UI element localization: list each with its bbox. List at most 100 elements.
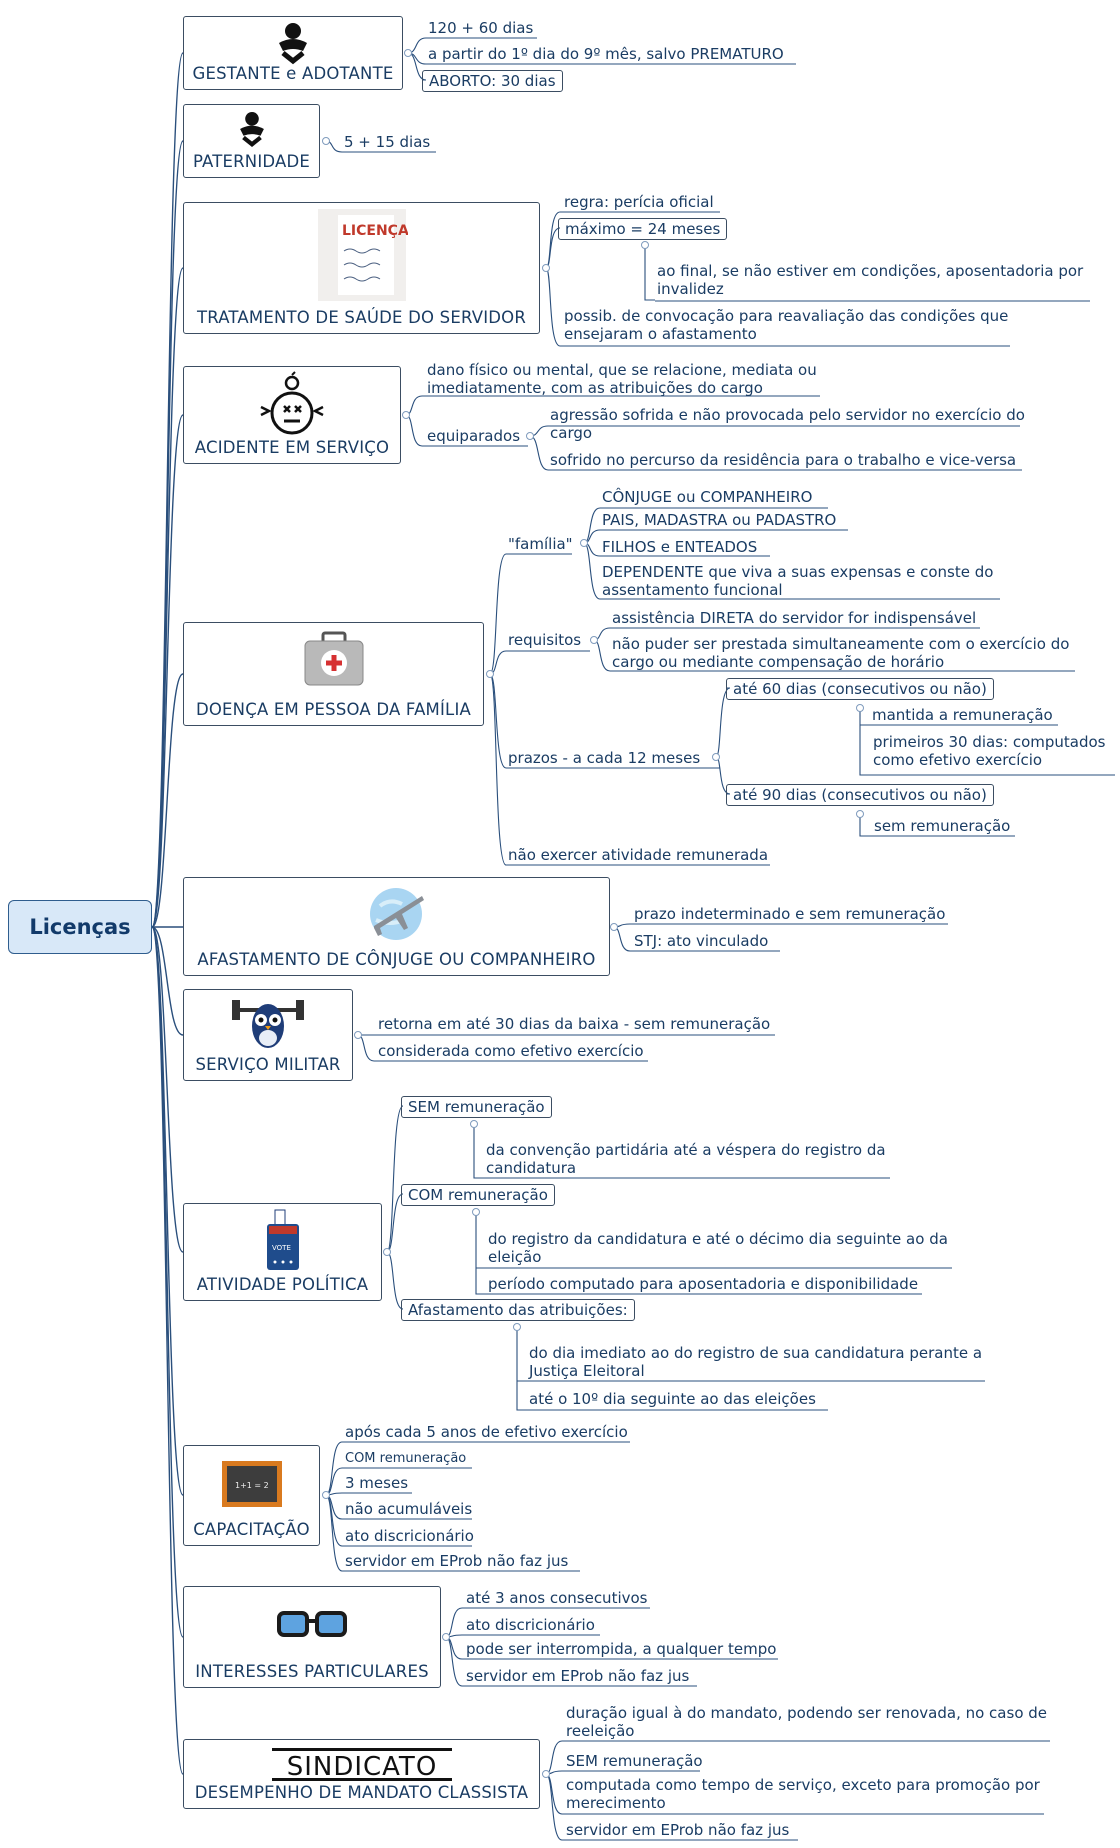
connector-line (489, 673, 508, 769)
leaf-familia-pais[interactable]: PAIS, MADASTRA ou PADASTRO (602, 511, 837, 529)
branch-familia[interactable]: "família" (508, 535, 573, 553)
connector-line (151, 140, 184, 928)
leaf-requisitos-simultaneo[interactable]: não puder ser prestada simultaneamente c… (612, 635, 1070, 671)
leaf-familia-filhos[interactable]: FILHOS e ENTEADOS (602, 538, 758, 556)
leaf-acidente-percurso[interactable]: sofrido no percurso da residência para o… (550, 451, 1017, 469)
topic-acidente[interactable]: ACIDENTE EM SERVIÇO (183, 366, 401, 464)
leaf-prazo60-computados[interactable]: primeiros 30 dias: computados como efeti… (873, 733, 1106, 769)
leaf-conjuge-prazo[interactable]: prazo indeterminado e sem remuneração (634, 905, 946, 923)
leaf-conjuge-stj[interactable]: STJ: ato vinculado (634, 932, 769, 950)
branch-sem-remuneracao[interactable]: SEM remuneração (401, 1096, 552, 1118)
topic-interesses[interactable]: INTERESSES PARTICULARES (183, 1586, 441, 1688)
leaf-interesses-eprob[interactable]: servidor em EProb não faz jus (466, 1667, 690, 1685)
glasses-icon (277, 1609, 347, 1643)
collapse-toggle (322, 1491, 330, 1499)
leaf-paternidade-prazo[interactable]: 5 + 15 dias (344, 133, 431, 151)
leaf-saude-convocacao[interactable]: possib. de convocação para reavaliação d… (564, 307, 1009, 343)
leaf-capacitacao-eprob[interactable]: servidor em EProb não faz jus (345, 1552, 569, 1570)
connector-line (405, 395, 427, 416)
leaf-acidente-agressao[interactable]: agressão sofrida e não provocada pelo se… (550, 406, 1025, 442)
leaf-capacitacao-ato[interactable]: ato discricionário (345, 1527, 474, 1545)
collapse-toggle (580, 539, 588, 547)
connector-line (473, 1124, 486, 1179)
collapse-toggle (472, 1208, 480, 1216)
branch-requisitos[interactable]: requisitos (508, 631, 582, 649)
leaf-prazo-90[interactable]: até 90 dias (consecutivos ou não) (726, 784, 994, 806)
topic-title: CAPACITAÇÃO (193, 1520, 310, 1539)
leaf-sindicato-sem[interactable]: SEM remuneração (566, 1752, 703, 1770)
leaf-com-registro[interactable]: do registro da candidatura e até o décim… (488, 1230, 948, 1266)
leaf-prazo-60[interactable]: até 60 dias (consecutivos ou não) (726, 678, 994, 700)
leaf-capacitacao-com[interactable]: COM remuneração (345, 1451, 467, 1466)
connector-line (445, 1636, 466, 1687)
connector-line (644, 245, 655, 301)
leaf-prazo60-remuneracao[interactable]: mantida a remuneração (872, 706, 1053, 724)
connector-line (545, 267, 564, 347)
injured-face-icon (257, 371, 327, 441)
leaf-requisitos-assistencia[interactable]: assistência DIRETA do servidor for indis… (612, 609, 977, 627)
collapse-toggle (442, 1633, 450, 1641)
topic-gestante[interactable]: GESTANTE e ADOTANTE (183, 16, 403, 90)
leaf-saude-aposentadoria[interactable]: ao final, se não estiver em condições, a… (657, 262, 1084, 298)
leaf-gestante-inicio[interactable]: a partir do 1º dia do 9º mês, salvo PREM… (428, 45, 784, 63)
topic-politica[interactable]: VOTE ATIVIDADE POLÍTICA (183, 1203, 382, 1301)
collapse-toggle (542, 1770, 550, 1778)
leaf-afast-dia[interactable]: até o 10º dia seguinte ao das eleições (529, 1390, 816, 1408)
topic-conjuge[interactable]: AFASTAMENTO DE CÔNJUGE OU COMPANHEIRO (183, 877, 610, 976)
leaf-capacitacao-naoacum[interactable]: não acumuláveis (345, 1500, 473, 1518)
collapse-toggle (486, 670, 494, 678)
chalk-text: 1+1 = 2 (235, 1481, 269, 1490)
first-aid-kit-icon (303, 631, 365, 691)
connector-line (405, 414, 427, 447)
branch-com-remuneracao[interactable]: COM remuneração (401, 1184, 555, 1206)
leaf-sem-convencao[interactable]: da convenção partidária até a véspera do… (486, 1141, 886, 1177)
leaf-capacitacao-3meses[interactable]: 3 meses (345, 1474, 409, 1492)
topic-title: TRATAMENTO DE SAÚDE DO SERVIDOR (196, 308, 527, 327)
collapse-toggle (542, 264, 550, 272)
leaf-afast-registro[interactable]: do dia imediato ao do registro de sua ca… (529, 1344, 983, 1380)
connector-line (151, 926, 184, 1253)
leaf-prazo90-sem[interactable]: sem remuneração (874, 817, 1011, 835)
topic-capacitacao[interactable]: 1+1 = 2 CAPACITAÇÃO (183, 1445, 320, 1546)
leaf-familia-dependente[interactable]: DEPENDENTE que viva a suas expensas e co… (602, 563, 994, 599)
topic-familia[interactable]: DOENÇA EM PESSOA DA FAMÍLIA (183, 622, 484, 726)
leaf-sindicato-computada[interactable]: computada como tempo de serviço, exceto … (566, 1776, 1040, 1812)
connector-line (151, 926, 184, 1036)
leaf-militar-efetivo[interactable]: considerada como efetivo exercício (378, 1042, 644, 1060)
leaf-sindicato-eprob[interactable]: servidor em EProb não faz jus (566, 1821, 790, 1839)
leaf-familia-conjuge[interactable]: CÔNJUGE ou COMPANHEIRO (602, 488, 813, 506)
leaf-sindicato-duracao[interactable]: duração igual à do mandato, podendo ser … (566, 1704, 1048, 1740)
connector-line (445, 1634, 466, 1638)
leaf-capacitacao-cada5[interactable]: após cada 5 anos de efetivo exercício (345, 1423, 628, 1441)
collapse-toggle (526, 432, 534, 440)
collapse-toggle (354, 1031, 362, 1039)
branch-prazos[interactable]: prazos - a cada 12 meses (508, 749, 701, 767)
leaf-acidente-equiparados[interactable]: equiparados (427, 427, 521, 445)
collapse-toggle (856, 810, 864, 818)
central-topic[interactable]: Licenças (8, 900, 152, 954)
leaf-interesses-ato[interactable]: ato discricionário (466, 1616, 595, 1634)
topic-sindicato[interactable]: SINDICATO DESEMPENHO DE MANDATO CLASSIST… (183, 1739, 540, 1809)
topic-title: INTERESSES PARTICULARES (195, 1662, 429, 1681)
leaf-com-computado[interactable]: período computado para aposentadoria e d… (488, 1275, 919, 1293)
connector-line (489, 673, 508, 866)
leaf-militar-retorna[interactable]: retorna em até 30 dias da baixa - sem re… (378, 1015, 771, 1033)
leaf-interesses-interrompida[interactable]: pode ser interrompida, a qualquer tempo (466, 1640, 777, 1658)
branch-afastamento[interactable]: Afastamento das atribuições: (401, 1299, 635, 1321)
topic-paternidade[interactable]: PATERNIDADE (183, 104, 320, 178)
leaf-saude-maximo[interactable]: máximo = 24 meses (558, 218, 728, 240)
connector-line (516, 1327, 529, 1411)
leaf-acidente-dano[interactable]: dano físico ou mental, que se relacione,… (427, 361, 817, 397)
collapse-toggle (610, 923, 618, 931)
leaf-gestante-aborto[interactable]: ABORTO: 30 dias (422, 70, 563, 92)
sindicato-logo-icon: SINDICATO (270, 1746, 454, 1786)
connector-line (325, 1494, 345, 1547)
topic-militar[interactable]: SERVIÇO MILITAR (183, 989, 353, 1081)
leaf-nao-exercer[interactable]: não exercer atividade remunerada (508, 846, 769, 864)
topic-saude[interactable]: LICENÇA TRATAMENTO DE SAÚDE DO SERVIDOR (183, 202, 540, 334)
collapse-toggle (513, 1323, 521, 1331)
leaf-interesses-3anos[interactable]: até 3 anos consecutivos (466, 1589, 648, 1607)
collapse-toggle (590, 636, 598, 644)
leaf-saude-regra[interactable]: regra: perícia oficial (564, 193, 714, 211)
leaf-gestante-prazo[interactable]: 120 + 60 dias (428, 19, 534, 37)
